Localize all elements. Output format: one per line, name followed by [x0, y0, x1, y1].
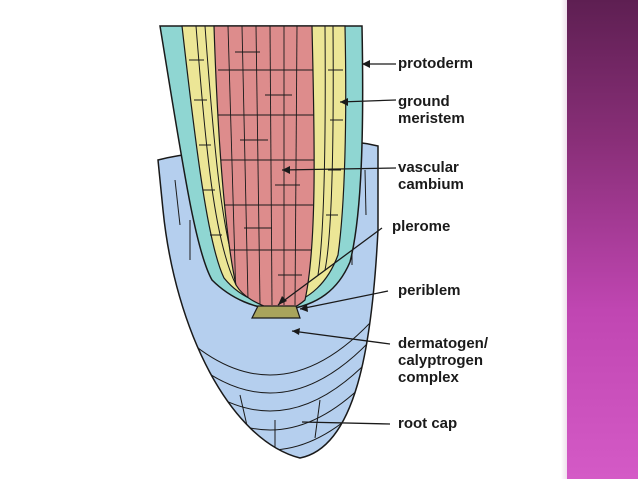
label-vascular-cambium: vascular cambium	[398, 159, 464, 193]
label-root-cap: root cap	[398, 415, 458, 432]
vascular-cells	[218, 26, 315, 306]
root-tip-diagram	[157, 25, 397, 459]
label-protoderm: protoderm	[398, 55, 473, 72]
leader-lines	[277, 63, 397, 425]
side-bar-edge	[561, 0, 567, 479]
periblem-leader	[299, 290, 389, 310]
label-dermatogen-complex: dermatogen/ calyptrogen complex	[398, 335, 488, 386]
label-ground-meristem-line2: meristem	[398, 110, 465, 127]
label-dermatogen-line3: complex	[398, 369, 459, 386]
root-cap-leader	[301, 421, 391, 425]
ground-meristem-leader	[339, 99, 397, 103]
label-ground-meristem-line1: ground	[398, 93, 450, 110]
label-dermatogen-line1: dermatogen/	[398, 335, 489, 352]
meristem-center-shape	[251, 305, 301, 319]
label-dermatogen-line2: calyptrogen	[398, 352, 484, 369]
label-plerome: plerome	[392, 218, 451, 235]
vascular-cambium-leader	[281, 167, 397, 171]
label-vascular-cambium-line1: vascular	[398, 159, 459, 176]
decorative-side-bar	[567, 0, 638, 479]
label-ground-meristem: ground meristem	[398, 93, 465, 127]
label-periblem: periblem	[398, 282, 461, 299]
label-vascular-cambium-line2: cambium	[398, 176, 464, 193]
leader-arrowheads	[278, 60, 370, 335]
dermatogen-leader	[291, 330, 391, 345]
plerome-leader	[277, 227, 383, 306]
